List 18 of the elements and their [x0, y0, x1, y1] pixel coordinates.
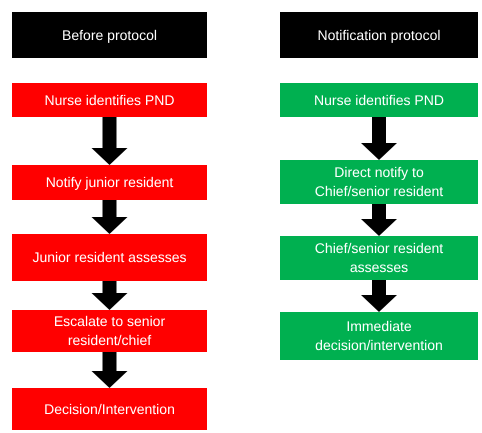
block-arrow: [92, 281, 128, 310]
process-box: Nurse identifies PND: [12, 83, 207, 117]
block-arrow: [92, 117, 128, 165]
process-box: Escalate to senior resident/chief: [12, 310, 207, 352]
process-box: Chief/senior resident assesses: [280, 236, 478, 280]
block-arrow: [92, 200, 128, 234]
block-arrow: [361, 204, 397, 236]
column-header: Notification protocol: [280, 12, 478, 58]
block-arrow: [92, 352, 128, 388]
process-box: Notify junior resident: [12, 165, 207, 200]
block-arrow: [361, 117, 397, 160]
process-box: Decision/Intervention: [12, 388, 207, 430]
process-box: Junior resident assesses: [12, 234, 207, 281]
process-box: Nurse identifies PND: [280, 83, 478, 117]
column-header: Before protocol: [12, 12, 207, 58]
block-arrow: [361, 280, 397, 312]
process-box: Immediate decision/intervention: [280, 312, 478, 360]
process-box: Direct notify to Chief/senior resident: [280, 160, 478, 204]
